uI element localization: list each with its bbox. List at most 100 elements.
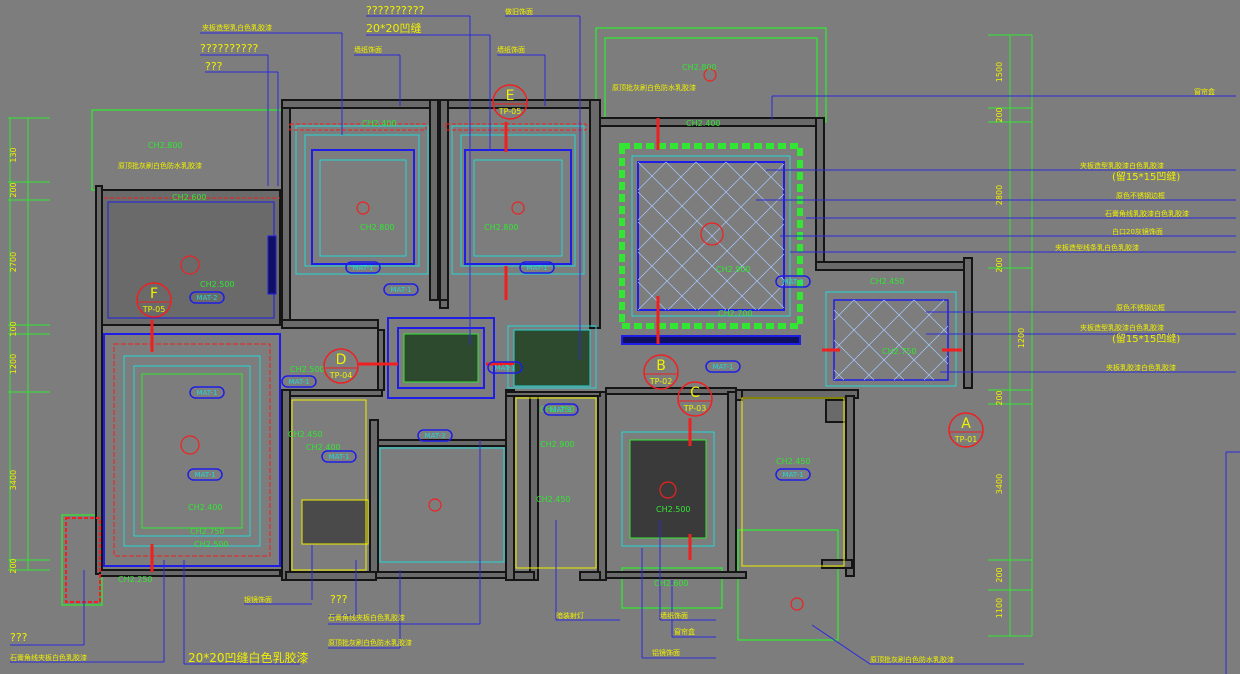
top-note-0: 夹板造型乳白色乳胶漆 (202, 23, 272, 32)
right-edge-lines (1225, 451, 1240, 674)
top-note-5: 墙纸饰面 (354, 45, 382, 54)
dim-left-3: 100 (9, 321, 18, 336)
dim-left-2: 2700 (9, 252, 18, 272)
inner-room-outlines (291, 397, 845, 571)
bottom-note-6: 原顶批灰刷白色防水乳胶漆 (328, 638, 412, 647)
leader-lines (10, 15, 1236, 665)
material-tag-outline (705, 360, 741, 373)
ceiling-height-10: CH2.900 (716, 265, 751, 274)
material-tag-9: MAT-1 (329, 453, 350, 461)
ceiling-height-1: CH2.600 (172, 193, 207, 202)
ceiling-height-2: CH2.400 (362, 119, 397, 128)
section-marker-letter-3: B (656, 358, 666, 374)
material-tag-4: MAT-1 (713, 363, 734, 371)
material-tag-outline (345, 261, 381, 274)
ceiling-height-15: CH2.400 (188, 503, 223, 512)
section-marker-letter-2: D (336, 352, 347, 368)
dim-left-0: 130 (9, 147, 18, 162)
right-note-7: 原色不锈钢边框 (1116, 303, 1165, 312)
room-living (65, 333, 281, 603)
material-tag-outline (189, 386, 225, 399)
material-tag-outline (487, 361, 523, 374)
material-tag-outline (187, 468, 223, 481)
right-note-4: 石膏角线乳胶漆白色乳胶漆 (1105, 209, 1189, 218)
ceiling-height-17: CH2.500 (194, 540, 229, 549)
dim-right-4: 200 (995, 390, 1004, 405)
bottom-note-5: 石膏角线夹板白色乳胶漆 (328, 613, 405, 622)
labels-layer: 夹板造型乳白色乳胶漆??????????????????????? 20*20凹缝… (9, 4, 1215, 665)
material-tag-3: MAT-2 (197, 294, 218, 302)
material-tag-11: MAT-1 (783, 471, 804, 479)
top-note-4: 20*20凹缝 (366, 21, 422, 35)
room-entry-pattern (387, 317, 597, 399)
right-note-1: 夹板造型乳胶漆白色乳胶漆 (1080, 161, 1164, 170)
room-note-1: 原顶批灰刷白色防水乳胶漆 (612, 83, 696, 92)
material-tag-outline (281, 375, 317, 388)
ceiling-height-0: CH2.800 (148, 141, 183, 150)
dim-left-5: 3400 (9, 470, 18, 490)
material-tag-outline (321, 450, 357, 463)
ceiling-height-13: CH2.450 (288, 430, 323, 439)
top-note-6: 墙纸饰面 (497, 45, 525, 54)
top-note-7: 做旧饰面 (505, 7, 533, 16)
ceiling-height-19: CH2.750 (540, 405, 575, 414)
bottom-note-8: 墙纸饰面 (660, 611, 688, 620)
section-marker-circle (948, 412, 984, 448)
room-top-left (289, 123, 429, 275)
bottom-note-2: 20*20凹缝白色乳胶漆 (188, 650, 309, 665)
ceiling-height-8: CH2.450 (870, 277, 905, 286)
right-note-6: 夹板造型线条乳白色乳胶漆 (1055, 243, 1139, 252)
right-note-2: (留15*15凹缝) (1112, 170, 1180, 183)
section-marker-letter-4: C (690, 385, 700, 401)
dim-right-7: 200 (995, 567, 1004, 582)
ceiling-height-9: CH2.750 (882, 347, 917, 356)
bottom-note-11: 原顶批灰刷白色防水乳胶漆 (870, 655, 954, 664)
dim-left-6: 200 (9, 558, 18, 573)
bottom-note-4: ??? (330, 593, 348, 606)
section-marker-letter-5: A (961, 416, 971, 432)
material-tag-outline (543, 403, 579, 416)
ceiling-height-18: CH2.250 (118, 575, 153, 584)
top-note-1: ?????????? (200, 42, 259, 55)
room-kitchen-pattern (301, 431, 715, 547)
material-tag-outline (775, 468, 811, 481)
bottom-note-10: 铝镜饰面 (652, 648, 680, 657)
dim-right-3: 200 (995, 257, 1004, 272)
ceiling-height-16: CH2.750 (190, 527, 225, 536)
right-note-5: 白口20灰镜饰面 (1112, 227, 1163, 236)
section-marker-letter-1: F (150, 286, 158, 302)
ceiling-lights (180, 68, 804, 611)
material-tag-outline (775, 275, 811, 288)
material-tag-12: MAT-1 (495, 364, 516, 372)
material-tag-1: MAT-1 (527, 264, 548, 272)
ceiling-height-21: CH2.450 (536, 495, 571, 504)
room-right-lattice (825, 291, 957, 387)
left-dimension-chain (8, 117, 50, 571)
material-tag-8: MAT-3 (551, 406, 572, 414)
material-tag-outline (519, 261, 555, 274)
section-marker-code-4: TP-03 (683, 404, 707, 413)
material-tag-2: MAT-1 (391, 286, 412, 294)
section-marker-code-5: TP-01 (954, 435, 978, 444)
section-marker-letter-0: E (506, 88, 515, 104)
ceiling-height-12: CH2.500 (290, 365, 325, 374)
right-note-0: 窗帘盒 (1194, 87, 1215, 96)
section-marker-circle (323, 348, 359, 384)
material-tag-0: MAT-1 (353, 264, 374, 272)
dim-right-0: 1500 (995, 62, 1004, 82)
room-top-middle (445, 123, 587, 275)
right-dimension-chain (988, 34, 1033, 637)
top-note-3: ?????????? (366, 4, 425, 17)
bottom-note-9: 窗帘盒 (674, 627, 695, 636)
dim-right-1: 200 (995, 107, 1004, 122)
ceiling-height-3: CH2.800 (360, 223, 395, 232)
material-tag-10: MAT-1 (195, 471, 216, 479)
right-note-3: 原色不锈钢边框 (1116, 191, 1165, 200)
material-tag-6: MAT-1 (197, 389, 218, 397)
material-tag-outline (383, 283, 419, 296)
material-tag-outline (189, 291, 225, 304)
right-note-10: 夹板乳胶漆白色乳胶漆 (1106, 363, 1176, 372)
section-marker-code-2: TP-04 (329, 371, 353, 380)
